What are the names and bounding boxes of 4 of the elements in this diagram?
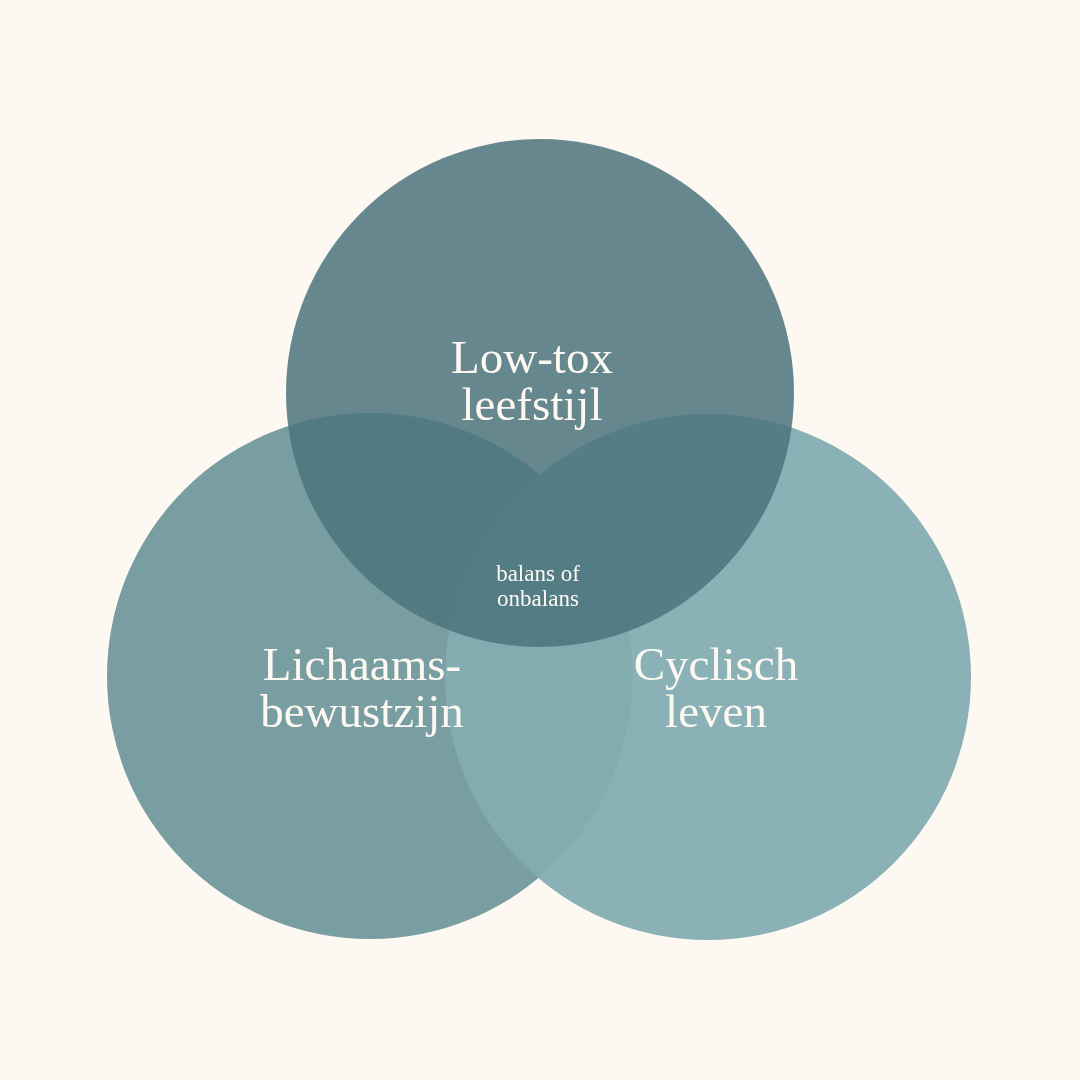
circle-label: Lichaams- bewustzijn	[259, 637, 465, 739]
overlap-label: balans of onbalans	[495, 560, 581, 614]
circle-label: Low-tox leefstijl	[450, 330, 614, 432]
circle-label: Cyclisch leven	[632, 637, 800, 739]
